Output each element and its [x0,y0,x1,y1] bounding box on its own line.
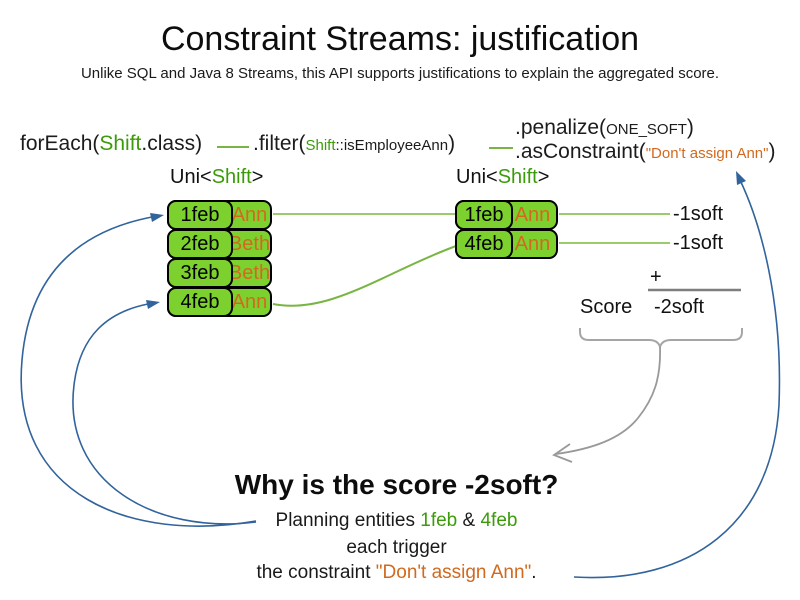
code-asconstraint: .asConstraint("Don't assign Ann") [515,140,776,163]
entity-4feb-ref: 4feb [480,510,518,531]
blue-arrowhead-1feb [150,213,164,222]
left-stream-type-label: Uni<Shift> [170,166,264,188]
filter-class-token: Shift [305,137,336,154]
score-label: Score [580,296,633,318]
left-stream-row-3: Beth 3feb [167,258,272,288]
employee-cell: Ann [514,203,551,226]
gray-arrowhead [552,443,573,463]
blue-arrow-to-constraint [573,179,781,579]
constraint-name-ref: "Don't assign Ann" [375,562,532,583]
entity-1feb-ref: 1feb [420,510,458,531]
explanation-line-1: Planning entities 1feb & 4feb [275,510,518,531]
code-filter: .filter(Shift::isEmployeeAnn) [253,132,456,155]
employee-cell: Beth [228,261,271,284]
left-stream-row-1: Ann 1feb [167,200,272,230]
line-left4feb-right4feb [272,245,457,307]
right-stream-row-1: Ann 1feb [455,200,558,230]
date-cell: 2feb [167,229,233,259]
right-stream-type-label: Uni<Shift> [456,166,550,188]
employee-cell: Ann [514,232,551,255]
employee-cell: Ann [231,203,268,226]
slide-subtitle: Unlike SQL and Java 8 Streams, this API … [80,65,720,82]
score-brace [579,328,743,351]
date-cell: 1feb [455,200,513,230]
penalize-arg-token: ONE_SOFT [606,121,687,138]
constraint-name-token: "Don't assign Ann" [645,145,769,162]
penalty-label-2: -1soft [673,232,724,254]
why-heading: Why is the score -2soft? [234,469,559,500]
slide-title: Constraint Streams: justification [160,20,640,58]
left-stream-row-4: Ann 4feb [167,287,272,317]
code-penalize: .penalize(ONE_SOFT) [515,116,694,139]
blue-arrow-to-1feb [20,216,257,527]
date-cell: 1feb [167,200,233,230]
employee-cell: Beth [228,232,271,255]
foreach-class-token: Shift [99,132,142,155]
employee-cell: Ann [231,290,268,313]
score-value: -2soft [654,296,705,318]
code-foreach: forEach(Shift.class) [20,132,203,155]
gray-arrow-score-to-why [555,346,661,455]
blue-arrow-to-4feb [72,303,257,525]
date-cell: 4feb [167,287,233,317]
right-stream-row-2: Ann 4feb [455,229,558,259]
penalty-label-1: -1soft [673,203,724,225]
plus-sign: + [650,266,662,288]
explanation-line-3: the constraint "Don't assign Ann". [256,562,537,583]
explanation-line-2: each trigger [346,537,447,558]
left-stream-row-2: Beth 2feb [167,229,272,259]
date-cell: 3feb [167,258,233,288]
date-cell: 4feb [455,229,513,259]
blue-arrowhead-constraint [736,171,746,185]
blue-arrowhead-4feb [146,300,160,309]
